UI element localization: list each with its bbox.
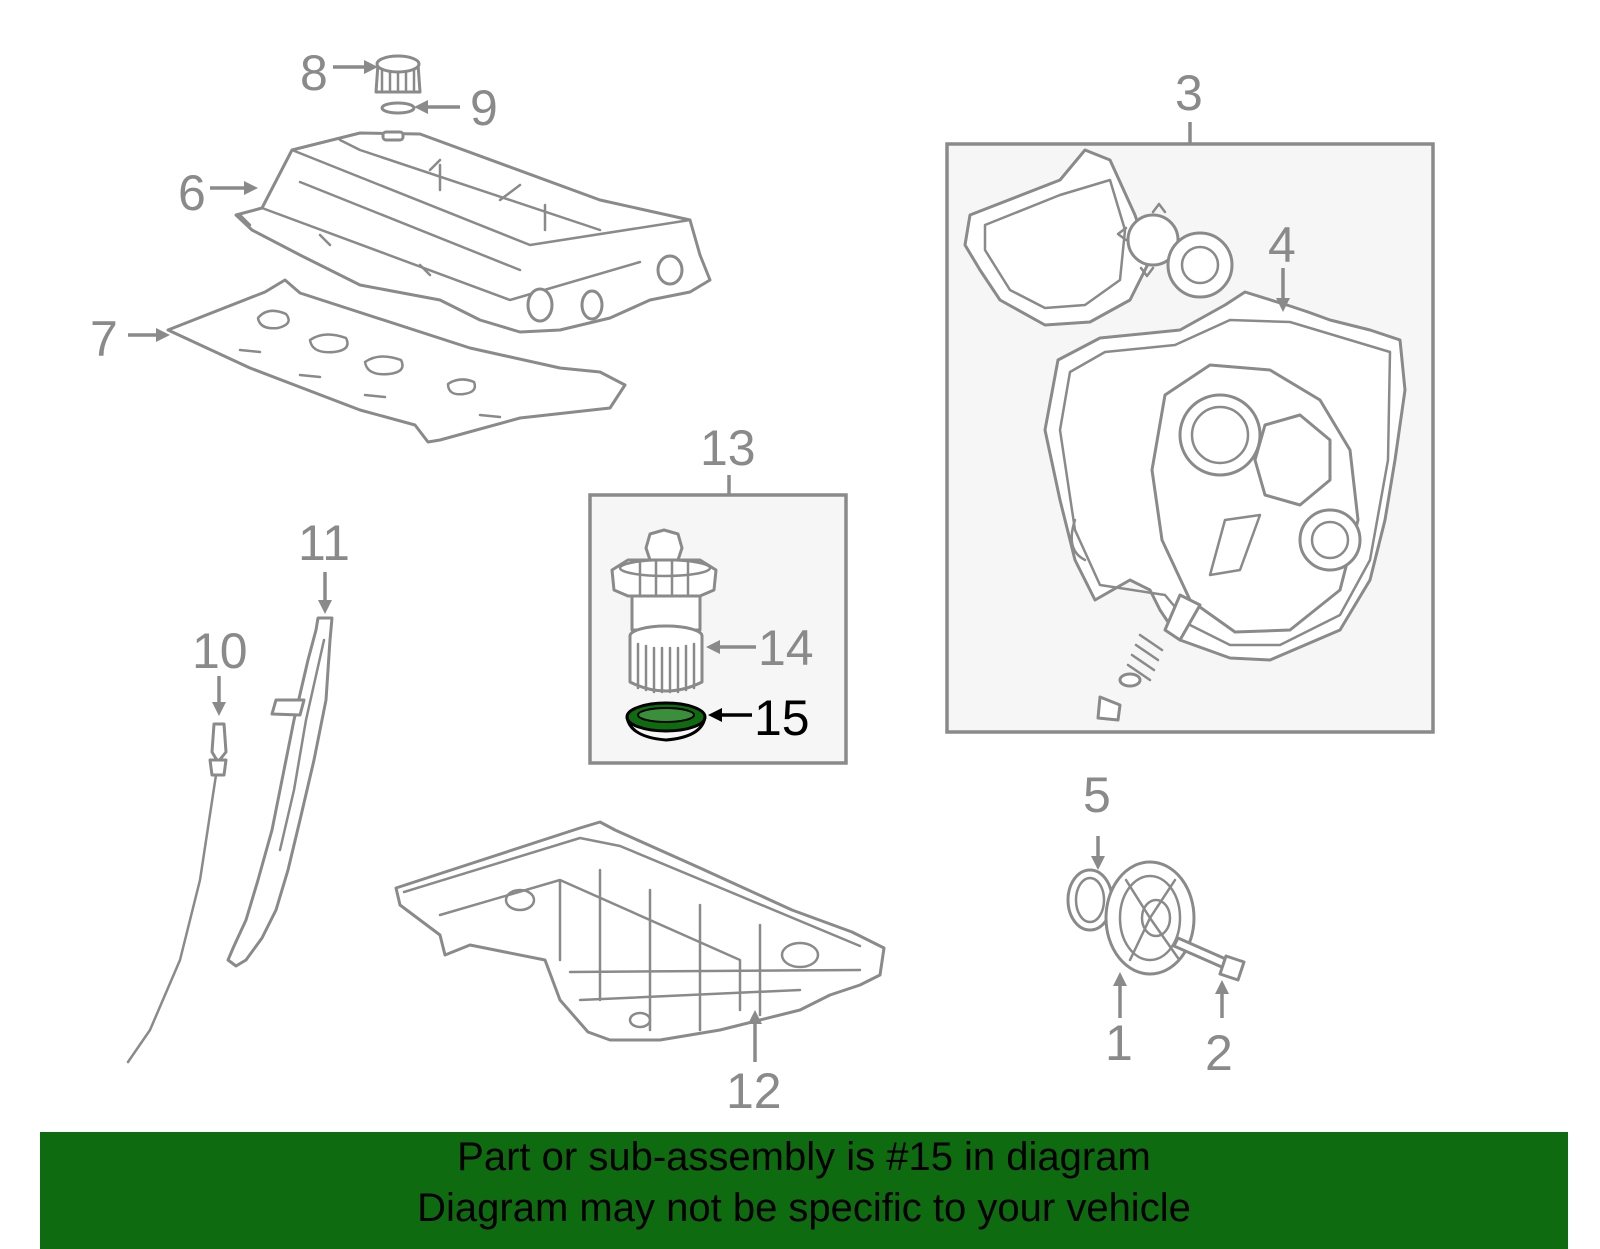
- callout-7: 7: [90, 311, 118, 367]
- part-12-oil-pan[interactable]: [394, 820, 886, 1042]
- banner-line-1: Part or sub-assembly is #15 in diagram: [457, 1135, 1151, 1179]
- callout-8: 8: [300, 45, 328, 101]
- callout-3: 3: [1175, 65, 1203, 121]
- part-11-dipstick-tube[interactable]: [226, 616, 334, 968]
- part-14-filter-element[interactable]: [628, 624, 704, 694]
- part-8-filler-cap[interactable]: [374, 54, 422, 94]
- part-6-valve-cover[interactable]: [234, 130, 712, 334]
- callout-5: 5: [1083, 767, 1111, 823]
- callout-6: 6: [178, 165, 206, 221]
- info-banner: Part or sub-assembly is #15 in diagram D…: [40, 1132, 1568, 1249]
- callout-14: 14: [758, 620, 814, 676]
- part-1-pulley[interactable]: [1104, 860, 1196, 976]
- callout-10: 10: [192, 623, 248, 679]
- callout-15: 15: [754, 690, 810, 746]
- part-13-filter-housing-cap[interactable]: [610, 528, 718, 632]
- part-10-dipstick[interactable]: [126, 722, 228, 1064]
- part-2-bolt[interactable]: [1172, 936, 1246, 982]
- banner-line-2: Diagram may not be specific to your vehi…: [417, 1186, 1191, 1230]
- callout-11: 11: [298, 515, 350, 571]
- part-3-timing-assembly[interactable]: [963, 148, 1407, 722]
- callout-13: 13: [700, 420, 756, 476]
- part-15-seal-highlighted[interactable]: [625, 701, 707, 742]
- callout-9: 9: [470, 80, 498, 136]
- part-9-oring[interactable]: [380, 101, 416, 115]
- callout-arrows: [128, 60, 1290, 1062]
- callout-1: 1: [1105, 1015, 1133, 1071]
- part-5-seal[interactable]: [1066, 868, 1114, 932]
- part-7-gasket[interactable]: [166, 278, 627, 444]
- callout-4: 4: [1268, 217, 1296, 273]
- callout-12: 12: [726, 1063, 782, 1119]
- callout-2: 2: [1205, 1025, 1233, 1081]
